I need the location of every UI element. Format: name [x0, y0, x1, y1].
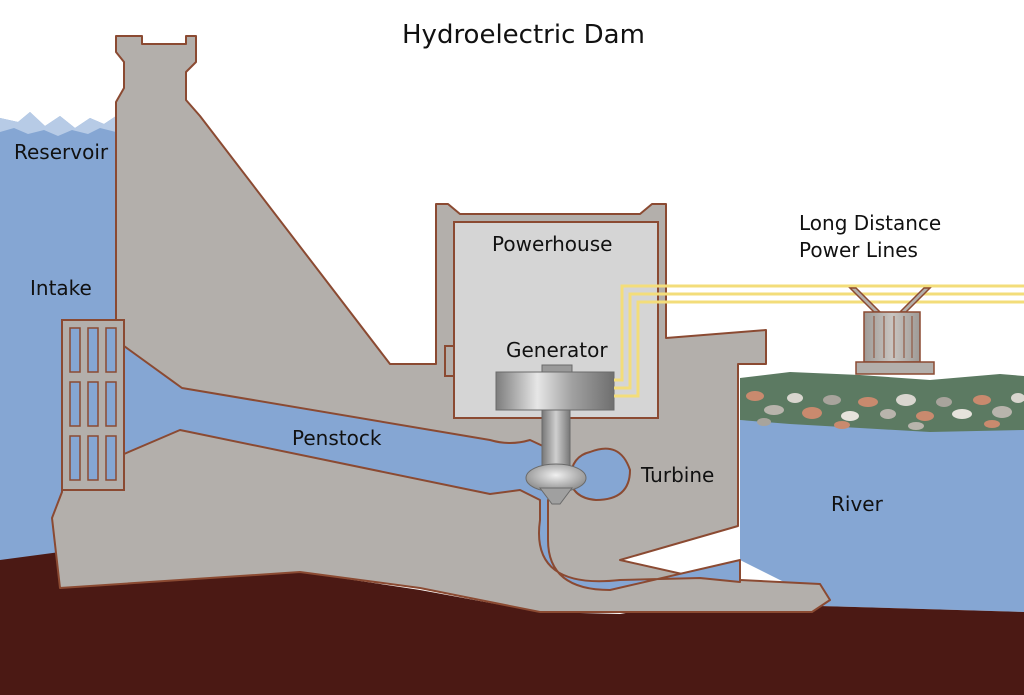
penstock-water: [123, 345, 741, 591]
ground: [0, 552, 1024, 695]
generator-label: Generator: [506, 338, 608, 362]
reservoir-label: Reservoir: [14, 140, 109, 164]
powerhouse-window: [444, 345, 455, 377]
power-lines-label-line-2: Power Lines: [799, 238, 918, 262]
river-label: River: [831, 492, 883, 516]
reservoir-surface: [0, 112, 116, 136]
penstock-label: Penstock: [292, 426, 382, 450]
power-lines-label: Long Distance Power Lines: [799, 210, 941, 264]
dam-body: [51, 35, 831, 613]
intake-grate: [61, 319, 125, 491]
turbine-label: Turbine: [641, 463, 715, 487]
river-water: [740, 420, 1024, 612]
transformer: [848, 287, 935, 375]
diagram-title: Hydroelectric Dam: [402, 20, 645, 50]
power-lines-label-line-1: Long Distance: [799, 211, 942, 235]
intake-label: Intake: [30, 276, 92, 300]
bank-stones: [746, 391, 1024, 430]
generator: [495, 364, 615, 467]
turbine-runner: [525, 463, 587, 505]
power-lines: [614, 284, 1024, 398]
powerhouse-label: Powerhouse: [492, 232, 613, 256]
